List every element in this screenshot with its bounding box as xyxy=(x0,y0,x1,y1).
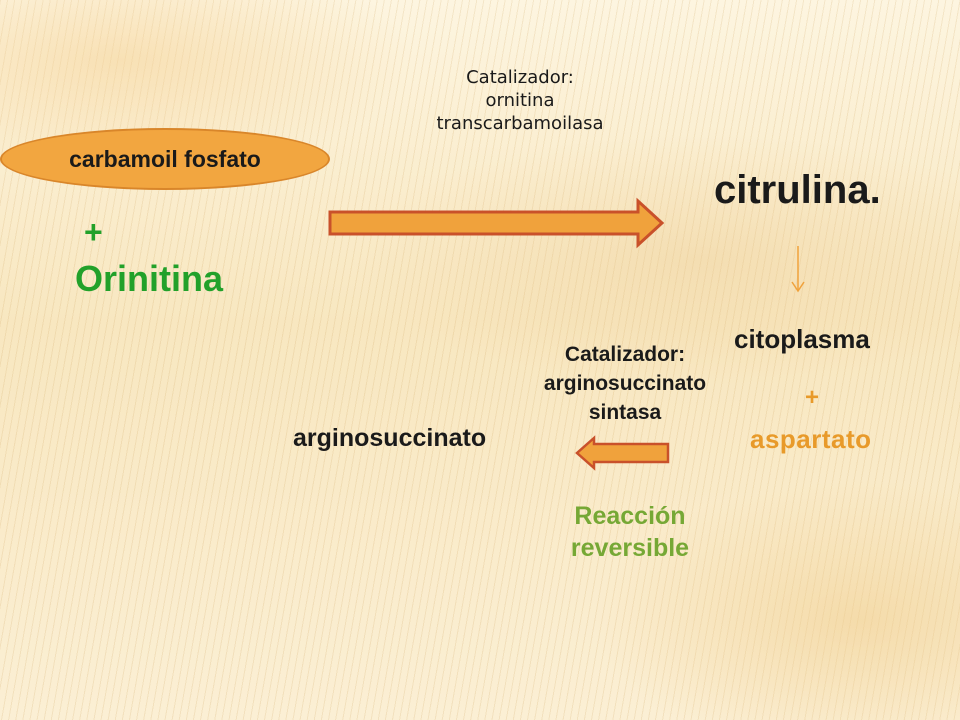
plus-sign-1: + xyxy=(84,214,103,250)
reaction-arrow-right-shape xyxy=(328,197,665,249)
reaction-arrow-left xyxy=(575,435,670,471)
plus-sign-2: + xyxy=(805,384,820,411)
catalyst-top-line2: ornitina xyxy=(485,90,555,111)
catalyst-bottom-line2: arginosuccinato xyxy=(543,372,707,395)
reactant-2-label: Orinitina xyxy=(75,258,224,299)
down-arrow-icon xyxy=(791,246,805,293)
reversible-note-line1: Reacción xyxy=(574,502,686,530)
reaction-arrow-left-shape xyxy=(575,435,670,471)
catalyst-bottom-label: Catalizador: arginosuccinato sintasa xyxy=(520,340,730,427)
catalyst-top-line1: Catalizador: xyxy=(466,67,574,88)
product-1-label: citrulina. xyxy=(714,168,881,212)
catalyst-bottom-line1: Catalizador: xyxy=(564,343,686,366)
reversible-note-line2: reversible xyxy=(570,534,690,562)
reactant-1-label: carbamoil fosfato xyxy=(69,145,261,172)
reaction-arrow-right xyxy=(328,197,665,249)
reactant-3-label: aspartato xyxy=(750,424,872,454)
catalyst-top-line3: transcarbamoilasa xyxy=(436,113,604,134)
carbamoyl-phosphate-ellipse: carbamoil fosfato xyxy=(0,128,330,190)
catalyst-bottom-line3: sintasa xyxy=(588,401,662,424)
reversible-note: Reacción reversible xyxy=(540,500,720,564)
location-label: citoplasma xyxy=(734,324,870,354)
product-2-label: arginosuccinato xyxy=(293,424,487,452)
catalyst-top-label: Catalizador: ornitina transcarbamoilasa xyxy=(380,66,660,135)
